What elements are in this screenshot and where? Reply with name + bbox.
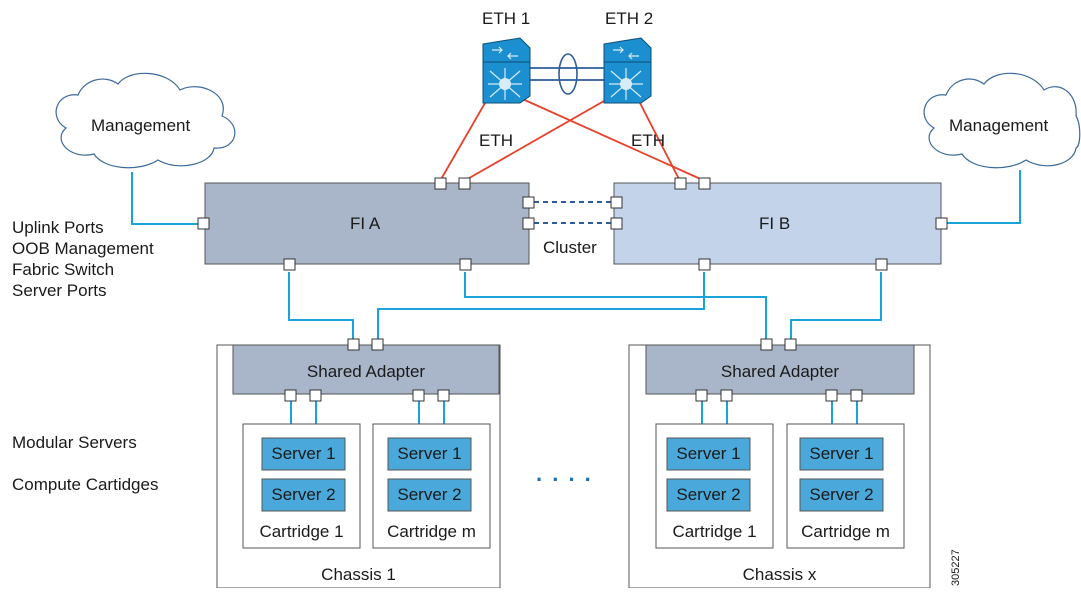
port-square [309,389,322,402]
port-square [674,177,687,190]
port-square [197,217,210,230]
server-label: Server 2 [676,485,741,504]
port-square [935,217,948,230]
chassis-x-label: Chassis x [742,565,817,584]
chassis-1-label: Chassis 1 [321,565,396,584]
port-square [283,258,296,271]
port-square [695,389,708,402]
fi-b-label: FI B [759,214,791,233]
server-port-cables [288,272,882,340]
eth-link-label-left: ETH [479,131,513,150]
port-square [698,258,711,271]
server-box [666,478,751,512]
legend-server-ports: Server Ports [12,281,107,300]
cartridge-label: Cartridge 1 [672,522,757,541]
cartridge-label: Cartridge 1 [259,522,344,541]
port-square [371,338,384,351]
port-square [698,177,711,190]
legend-compute-cartidges: Compute Cartidges [12,475,159,494]
port-square [437,389,450,402]
management-cloud-right [923,72,1081,169]
server-box [261,437,346,471]
legend-oob-management: OOB Management [12,239,154,258]
port-square [850,389,863,402]
chassis-ellipsis: . . . . [536,461,593,486]
port-square [610,196,623,209]
server-box [799,437,884,471]
management-cloud-left-label: Management [91,116,191,135]
eth-link-label-right: ETH [631,131,665,150]
shared-adapter-x-label: Shared Adapter [720,362,840,381]
port-square [412,389,425,402]
switch-eth2-label: ETH 2 [605,9,654,28]
server-box [799,478,884,512]
cartridge-label: Cartridge m [801,522,890,541]
port-square [522,217,535,230]
server-label: Server 2 [397,485,462,504]
cluster-label: Cluster [543,238,597,257]
port-square [458,177,471,190]
fi-b-box [613,182,942,265]
server-box [261,478,346,512]
port-square [760,338,773,351]
fi-a-box [204,182,530,265]
server-label: Server 1 [809,444,874,463]
switch-eth2 [603,37,652,104]
port-square [875,258,888,271]
server-label: Server 2 [809,485,874,504]
server-label: Server 1 [271,444,336,463]
legend-uplink-ports: Uplink Ports [12,218,104,237]
server-label: Server 2 [271,485,336,504]
management-cloud-left [55,72,236,169]
port-square [522,196,535,209]
port-channel-ring [558,53,578,95]
port-square [720,389,733,402]
server-box [387,437,472,471]
server-label: Server 1 [676,444,741,463]
port-square [284,389,297,402]
fi-a-label: FI A [350,214,381,233]
server-box [387,478,472,512]
port-square [825,389,838,402]
legend-modular-servers: Modular Servers [12,433,137,452]
legend-fabric-switch: Fabric Switch [12,260,115,279]
server-label: Server 1 [397,444,462,463]
cartridge-label: Cartridge m [387,522,476,541]
figure-id: 305227 [950,549,962,586]
port-square [784,338,797,351]
port-square [347,338,360,351]
port-square [434,177,447,190]
port-square [459,258,472,271]
shared-adapter-1-label: Shared Adapter [306,362,426,381]
shared-adapter-x-box [645,344,915,395]
eth-uplinks [439,96,706,182]
switch-eth1-label: ETH 1 [482,9,531,28]
port-square [610,217,623,230]
shared-adapter-1-box [232,344,500,395]
isl-links [530,67,604,81]
cartridge-cables [290,400,858,426]
server-box [666,437,751,471]
management-cables [131,170,1021,225]
cluster-links [534,201,612,224]
management-cloud-right-label: Management [949,116,1049,135]
switch-eth1 [482,37,531,104]
